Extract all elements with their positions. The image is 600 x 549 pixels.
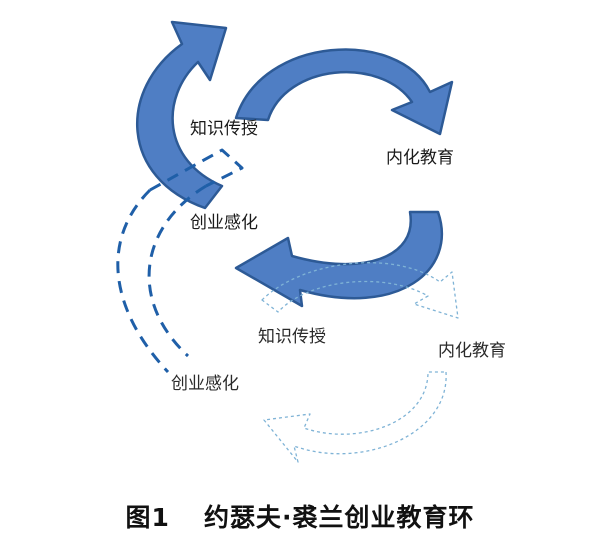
label-entrepreneurial-main: 创业感化 (190, 213, 258, 233)
figure-caption: 图1 约瑟夫·裘兰创业教育环 (0, 498, 600, 534)
figure-number: 图1 (125, 503, 170, 532)
dashed-arrow-bottom (263, 371, 447, 463)
label-internalization-main: 内化教育 (386, 148, 454, 168)
arrow-top-right (234, 48, 454, 136)
arrow-left-up (136, 20, 228, 210)
label-internalization-next: 内化教育 (438, 341, 506, 361)
arrow-bottom-left (234, 210, 444, 308)
label-knowledge-transfer-next: 知识传授 (258, 327, 326, 347)
dashed-arrow-left (116, 148, 244, 374)
figure-title: 约瑟夫·裘兰创业教育环 (203, 503, 475, 532)
dashed-arrow-right (261, 262, 459, 319)
label-knowledge-transfer-main: 知识传授 (190, 119, 258, 139)
label-entrepreneurial-next: 创业感化 (171, 374, 239, 394)
